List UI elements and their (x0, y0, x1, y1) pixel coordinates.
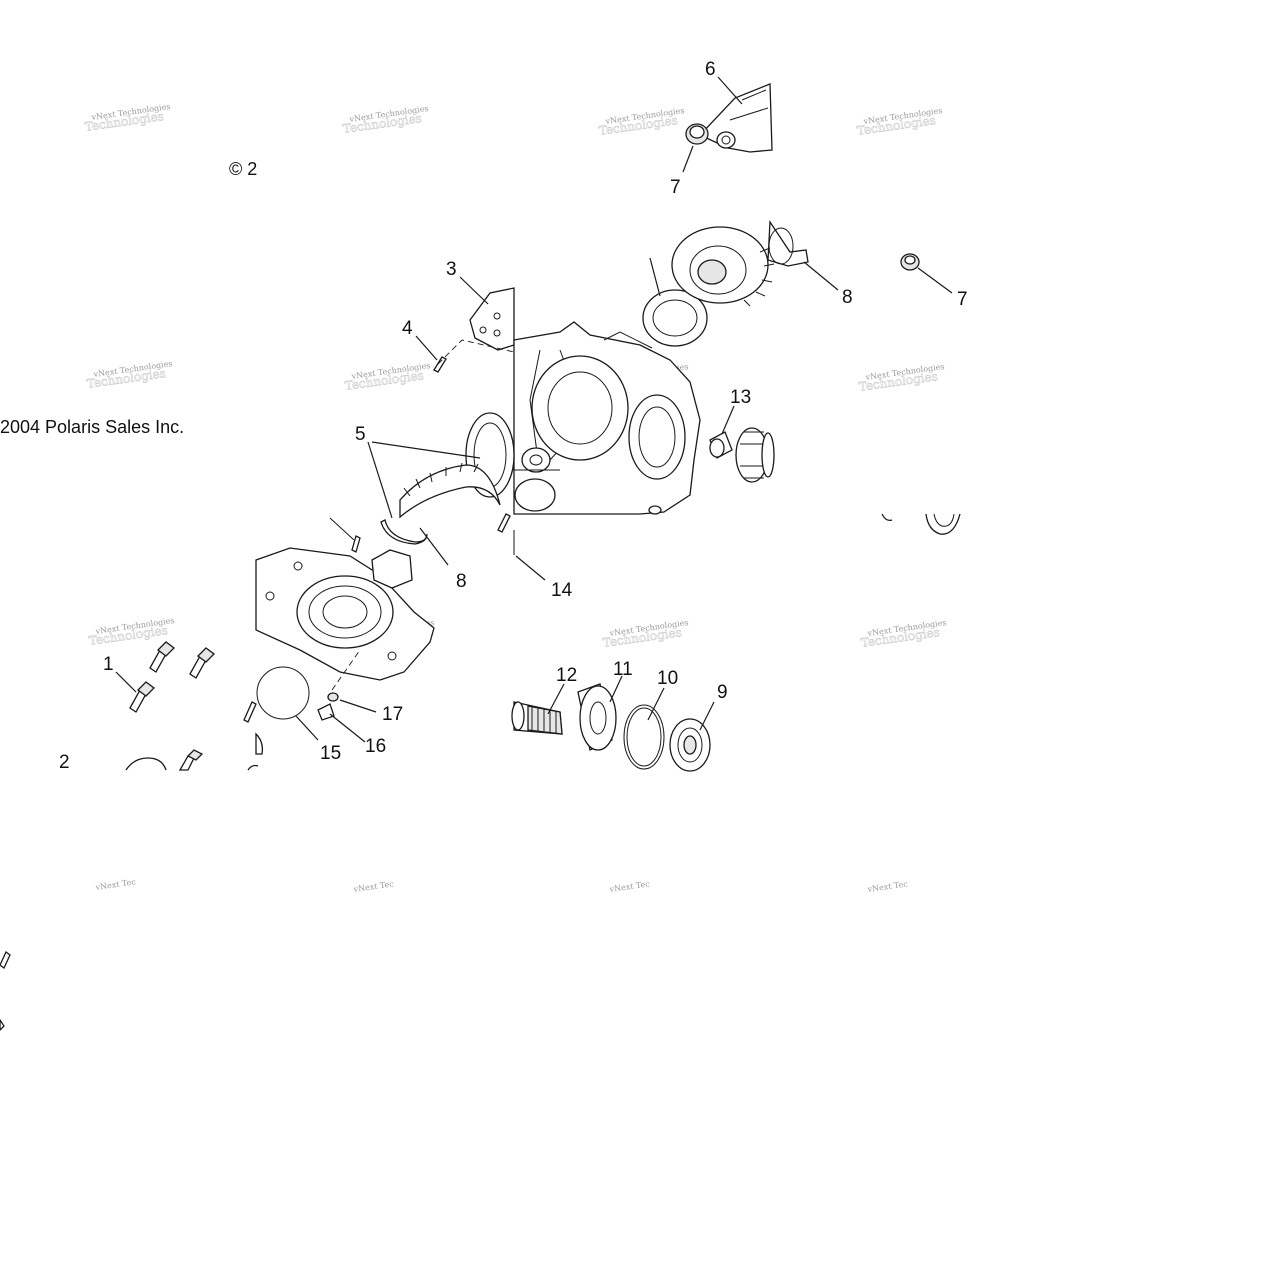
seal-part-9 (669, 718, 711, 772)
callout-15: 15 (320, 743, 341, 764)
bolt-lower-left (178, 749, 204, 771)
copyright-notice: 2004 Polaris Sales Inc. (0, 417, 184, 437)
bolt-upper-left-a (149, 641, 175, 673)
bearing-seal-upper (642, 289, 708, 347)
cover-edge-partial (125, 757, 259, 771)
spacer-part-13 (709, 431, 733, 459)
callout-7-upper: 7 (670, 177, 681, 198)
bushing-part-7-right (900, 253, 920, 271)
snap-ring-part-5 (380, 519, 428, 545)
plug-bolt-part-16 (317, 703, 335, 721)
callout-16: 16 (365, 736, 386, 757)
callout-5: 5 (355, 424, 366, 445)
callout-17: 17 (382, 704, 403, 725)
bushing-part-7-upper (685, 123, 709, 145)
bolt-part-1 (129, 681, 155, 713)
alignment-line (437, 339, 515, 365)
copyright-fragment: © 2 (229, 159, 257, 179)
watermark-fragment: vNext Tec (866, 879, 909, 894)
callout-10: 10 (657, 668, 678, 689)
callout-3: 3 (446, 259, 457, 280)
alignment-line-lower (331, 649, 361, 691)
callout-13: 13 (730, 387, 751, 408)
callout-11: 11 (613, 659, 633, 680)
ring-gear (649, 226, 775, 307)
watermark-fragment: vNext Tec (94, 877, 137, 892)
bearing-part-8-right (767, 220, 809, 267)
bolt-fragments-edge (0, 950, 11, 1031)
stud-bolt-left (243, 701, 264, 755)
callout-2: 2 (59, 752, 70, 773)
callout-4: 4 (402, 318, 413, 339)
mount-bracket-part-3 (469, 287, 515, 351)
o-ring-part-15 (256, 666, 310, 720)
callout-9: 9 (717, 682, 728, 703)
gearcase-cover (255, 547, 435, 681)
callout-6: 6 (705, 59, 716, 80)
partial-parts-right (881, 513, 961, 535)
washer-part-17 (327, 692, 339, 702)
callout-8-center: 8 (456, 571, 467, 592)
output-shaft-part-12 (511, 701, 563, 735)
snap-ring-part-10 (623, 704, 665, 770)
dowel-pin-part-4 (433, 356, 447, 373)
leader-lines (115, 76, 953, 743)
watermark-fragment: vNext Tec (608, 879, 651, 894)
callout-7-right: 7 (957, 289, 968, 310)
callout-12: 12 (556, 665, 577, 686)
mount-bracket-part-6 (698, 83, 773, 153)
callout-labels: 1 2 3 4 5 6 7 7 8 8 9 10 11 12 13 14 15 … (59, 59, 968, 773)
bevel-gear (399, 462, 501, 519)
pinion-gear (735, 427, 775, 483)
callout-8-right: 8 (842, 287, 853, 308)
bolt-upper-left-b (189, 647, 215, 679)
gearcase-housing (500, 321, 701, 515)
pin-center (329, 513, 511, 553)
callout-1: 1 (103, 654, 114, 675)
callout-14: 14 (551, 580, 573, 601)
bearing-part-11 (577, 683, 617, 751)
watermark-fragment: vNext Tec (352, 879, 395, 894)
